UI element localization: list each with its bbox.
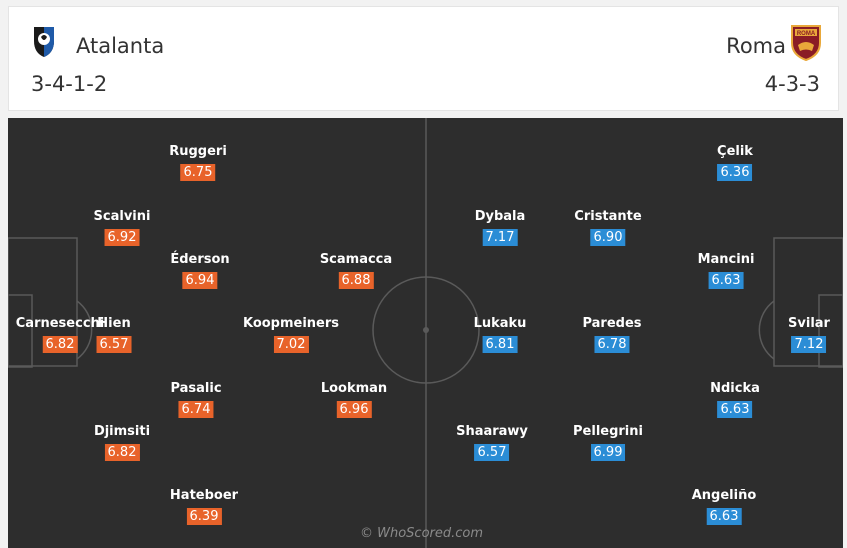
player-lookman[interactable]: Lookman 6.96 bbox=[321, 381, 387, 418]
player-rating: 6.74 bbox=[178, 401, 214, 418]
player-name: Éderson bbox=[170, 252, 230, 267]
player-name: Hateboer bbox=[169, 488, 239, 503]
player-rating: 6.94 bbox=[182, 272, 218, 289]
player-rating: 6.63 bbox=[708, 272, 744, 289]
pitch: Ruggeri 6.75 Scalvini 6.92 Éderson 6.94 … bbox=[8, 118, 843, 548]
player-hateboer[interactable]: Hateboer 6.39 bbox=[170, 488, 238, 525]
roma-crest-icon: ROMA bbox=[791, 25, 821, 61]
player-rating: 6.82 bbox=[104, 444, 140, 461]
player-name: Djimsiti bbox=[93, 424, 151, 439]
player-koopmeiners[interactable]: Koopmeiners 7.02 bbox=[243, 316, 339, 353]
player-name: Paredes bbox=[582, 316, 642, 331]
pitch-markings bbox=[8, 118, 843, 548]
player-name: Angeliño bbox=[691, 488, 757, 503]
player-mancini[interactable]: Mancini 6.63 bbox=[697, 252, 755, 289]
player-celik[interactable]: Çelik 6.36 bbox=[717, 144, 753, 181]
player-name: Dybala bbox=[474, 209, 526, 224]
player-dybala[interactable]: Dybala 7.17 bbox=[474, 209, 526, 246]
player-name: Carnesecchi bbox=[15, 316, 105, 331]
away-formation: 4-3-3 bbox=[764, 72, 820, 96]
player-rating: 6.57 bbox=[96, 336, 132, 353]
player-shaarawy[interactable]: Shaarawy 6.57 bbox=[456, 424, 528, 461]
player-name: Hien bbox=[97, 316, 131, 331]
player-djimsiti[interactable]: Djimsiti 6.82 bbox=[94, 424, 150, 461]
player-name: Lookman bbox=[320, 381, 388, 396]
atalanta-crest-icon bbox=[34, 27, 54, 57]
player-ederson[interactable]: Éderson 6.94 bbox=[170, 252, 230, 289]
player-hien[interactable]: Hien 6.57 bbox=[96, 316, 132, 353]
roma-crest-text: ROMA bbox=[797, 31, 816, 37]
player-rating: 6.82 bbox=[42, 336, 78, 353]
player-rating: 7.17 bbox=[482, 229, 518, 246]
player-rating: 6.39 bbox=[186, 508, 222, 525]
player-rating: 6.90 bbox=[590, 229, 626, 246]
player-cristante[interactable]: Cristante 6.90 bbox=[574, 209, 642, 246]
player-scalvini[interactable]: Scalvini 6.92 bbox=[93, 209, 151, 246]
player-pellegrini[interactable]: Pellegrini 6.99 bbox=[573, 424, 643, 461]
player-rating: 6.75 bbox=[180, 164, 216, 181]
player-rating: 7.02 bbox=[273, 336, 309, 353]
player-name: Pasalic bbox=[170, 381, 222, 396]
player-name: Çelik bbox=[717, 144, 753, 159]
player-rating: 6.88 bbox=[338, 272, 374, 289]
player-ruggeri[interactable]: Ruggeri 6.75 bbox=[169, 144, 227, 181]
player-angelino[interactable]: Angeliño 6.63 bbox=[691, 488, 757, 525]
player-rating: 6.96 bbox=[336, 401, 372, 418]
player-name: Scalvini bbox=[93, 209, 151, 224]
player-name: Ruggeri bbox=[169, 144, 227, 159]
player-rating: 6.63 bbox=[706, 508, 742, 525]
player-rating: 6.81 bbox=[482, 336, 518, 353]
player-name: Koopmeiners bbox=[242, 316, 340, 331]
player-rating: 6.99 bbox=[590, 444, 626, 461]
player-scamacca[interactable]: Scamacca 6.88 bbox=[320, 252, 392, 289]
player-rating: 7.12 bbox=[791, 336, 827, 353]
player-name: Pellegrini bbox=[573, 424, 643, 439]
player-svilar[interactable]: Svilar 7.12 bbox=[788, 316, 830, 353]
player-name: Ndicka bbox=[710, 381, 760, 396]
player-carnesecchi[interactable]: Carnesecchi 6.82 bbox=[16, 316, 104, 353]
player-name: Mancini bbox=[697, 252, 755, 267]
watermark: © WhoScored.com bbox=[360, 526, 484, 541]
match-header: Atalanta 3-4-1-2 Roma ROMA 4-3-3 bbox=[8, 6, 839, 111]
player-pasalic[interactable]: Pasalic 6.74 bbox=[170, 381, 222, 418]
home-formation: 3-4-1-2 bbox=[31, 72, 108, 96]
player-name: Lukaku bbox=[473, 316, 527, 331]
player-lukaku[interactable]: Lukaku 6.81 bbox=[473, 316, 527, 353]
home-team-name[interactable]: Atalanta bbox=[76, 34, 165, 58]
player-rating: 6.36 bbox=[717, 164, 753, 181]
player-name: Scamacca bbox=[319, 252, 393, 267]
player-name: Svilar bbox=[788, 316, 830, 331]
player-rating: 6.78 bbox=[594, 336, 630, 353]
player-rating: 6.57 bbox=[474, 444, 510, 461]
player-ndicka[interactable]: Ndicka 6.63 bbox=[710, 381, 760, 418]
player-name: Cristante bbox=[574, 209, 642, 224]
player-rating: 6.63 bbox=[717, 401, 753, 418]
away-team-name[interactable]: Roma bbox=[726, 34, 786, 58]
player-name: Shaarawy bbox=[456, 424, 528, 439]
player-paredes[interactable]: Paredes 6.78 bbox=[582, 316, 642, 353]
player-rating: 6.92 bbox=[104, 229, 140, 246]
